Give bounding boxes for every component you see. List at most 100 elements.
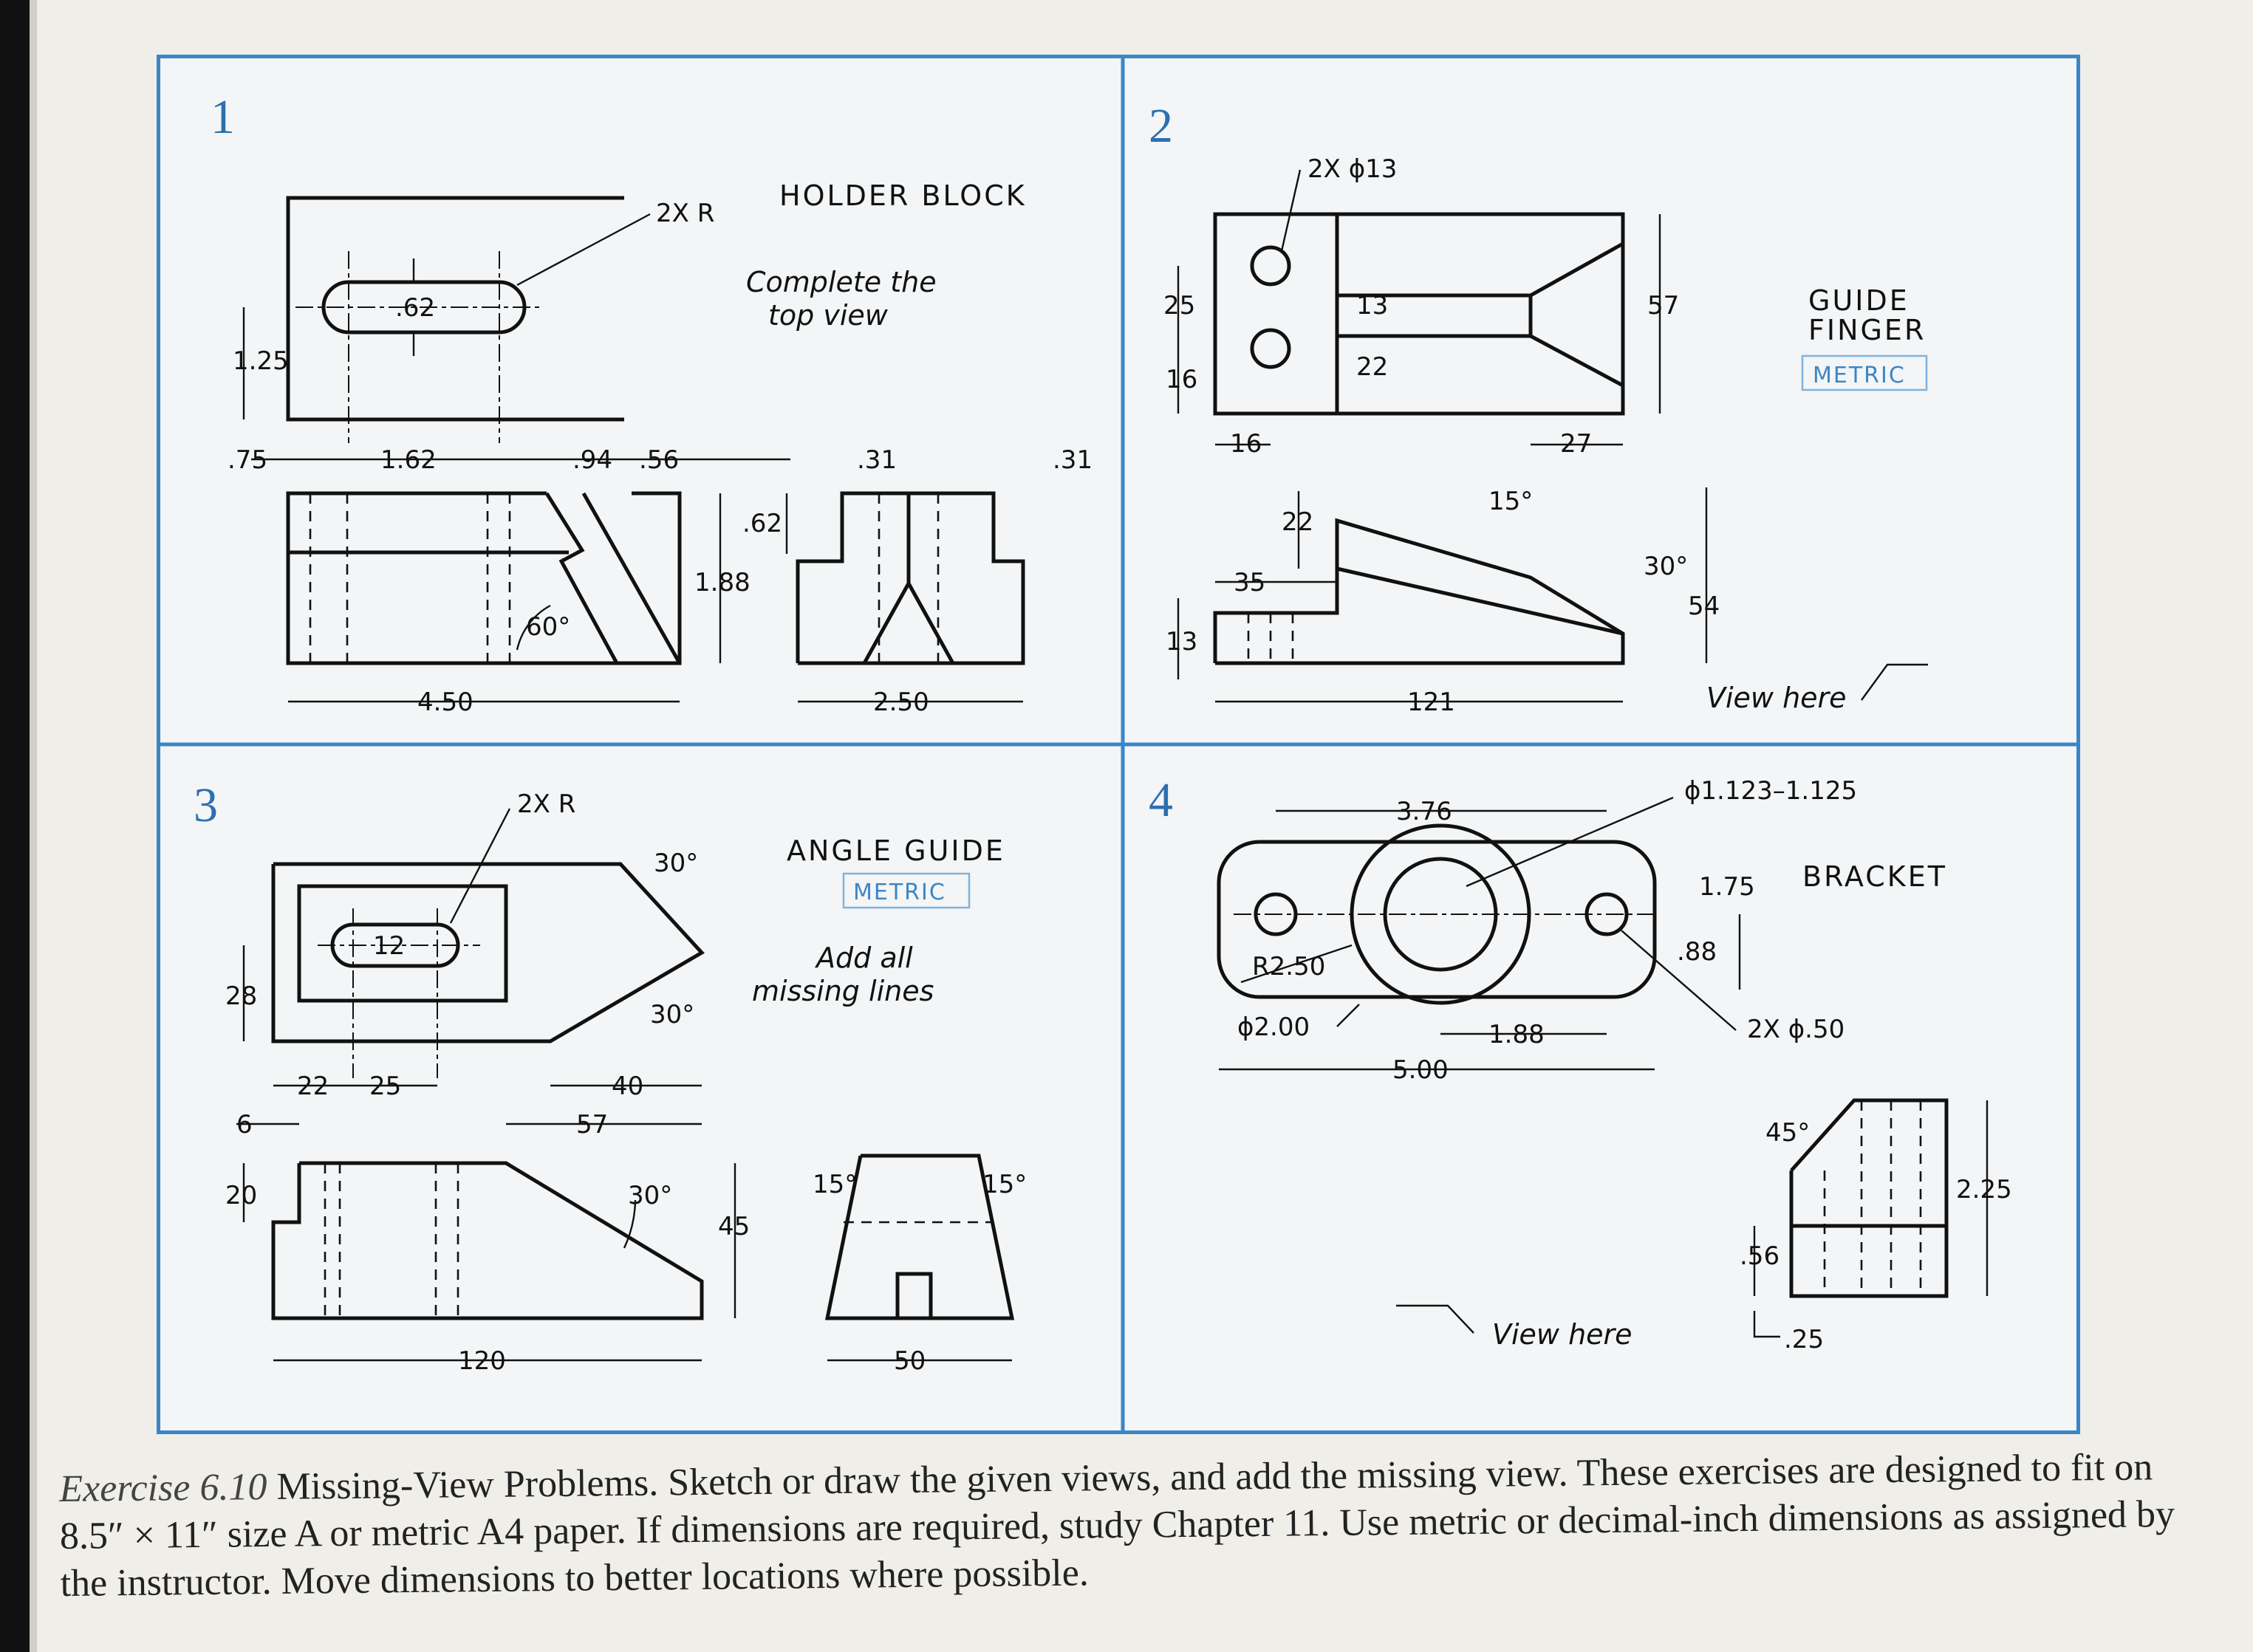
- dim-angle-60: 60°: [526, 612, 570, 642]
- view-here-arrow: [1861, 663, 1928, 701]
- dim-0-62: .62: [742, 509, 782, 538]
- view-here-arrow: [1396, 1304, 1474, 1334]
- dim-5-00: 5.00: [1392, 1055, 1449, 1085]
- panel-number: 3: [194, 778, 218, 832]
- panel-number: 1: [211, 90, 235, 144]
- instruction-line-2: top view: [768, 299, 889, 332]
- top-view: 3.76 ϕ1.123–1.125 1.75 .88 R2.50 ϕ2.00 1…: [1217, 776, 1857, 1085]
- panel-title-line-2: FINGER: [1808, 314, 1926, 346]
- dim-50: 50: [894, 1346, 926, 1376]
- dim-25: 25: [1163, 291, 1195, 321]
- metric-box: [1801, 354, 1928, 391]
- dim-13-front: 13: [1166, 627, 1197, 657]
- page-gutter: [30, 0, 37, 1652]
- front-view: 15° 22 35 13 30° 54 121: [1166, 487, 1720, 717]
- panel-1: 1 HOLDER BLOCK Complete the top view .62…: [211, 90, 1093, 717]
- dim-slot-radius: 2X R: [656, 199, 714, 228]
- dim-slot-radius: 2X R: [517, 789, 575, 819]
- dim-16-horizontal: 16: [1230, 429, 1262, 459]
- dim-0-31-left: .31: [857, 445, 897, 475]
- top-view: 12 2X R 30° 30° 28 22 25 40 6 57: [225, 789, 705, 1139]
- metric-label: METRIC: [1813, 363, 1906, 388]
- dim-25: 25: [369, 1072, 401, 1101]
- dim-54: 54: [1688, 592, 1720, 621]
- panel-title: BRACKET: [1802, 860, 1947, 893]
- dim-angle-45: 45°: [1765, 1118, 1810, 1148]
- instruction-line-2: missing lines: [752, 975, 934, 1007]
- dim-22: 22: [297, 1072, 329, 1101]
- dim-angle-30: 30°: [1644, 552, 1688, 581]
- dim-slot-width: 12: [373, 931, 405, 961]
- figure-caption: Exercise 6.10 Missing-View Problems. Ske…: [59, 1443, 2218, 1608]
- dim-16-vertical: 16: [1166, 365, 1197, 394]
- dim-phi-2-00: ϕ2.00: [1237, 1012, 1310, 1042]
- front-view: 20 30° 45 120: [225, 1161, 750, 1376]
- dim-angle-15-right: 15°: [982, 1170, 1027, 1199]
- dim-22-slot: 22: [1356, 352, 1388, 382]
- panel-title: ANGLE GUIDE: [787, 834, 1005, 867]
- dim-40: 40: [612, 1072, 643, 1101]
- dim-0-94: .94: [572, 445, 612, 475]
- view-here-note: View here: [1492, 1318, 1633, 1351]
- dim-0-31-right: .31: [1053, 445, 1093, 475]
- exercise-drawings: 1 HOLDER BLOCK Complete the top view .62…: [160, 58, 2077, 1431]
- panel-title-line-1: GUIDE: [1808, 284, 1910, 317]
- instruction-line-1: Complete the: [746, 266, 937, 298]
- dim-4-50: 4.50: [417, 688, 473, 717]
- dim-angle-30-bottom: 30°: [650, 1000, 694, 1029]
- panel-title: HOLDER BLOCK: [779, 179, 1027, 212]
- panel-2: 2 GUIDE FINGER METRIC 2X ϕ13 25 16 13 22…: [1149, 99, 1928, 717]
- instruction-line-1: Add all: [814, 942, 913, 974]
- top-view: 2X ϕ13 25 16 13 22 57 16 27: [1163, 154, 1679, 459]
- panel-number: 2: [1149, 99, 1173, 153]
- caption-text: Missing-View Problems. Sketch or draw th…: [59, 1446, 2175, 1605]
- dim-1-75: 1.75: [1699, 872, 1755, 902]
- dim-6: 6: [236, 1110, 253, 1139]
- metric-box: [842, 872, 971, 909]
- dim-angle-30-top: 30°: [654, 849, 698, 878]
- dim-angle-30-front: 30°: [628, 1181, 672, 1210]
- dim-120: 120: [458, 1346, 506, 1376]
- dim-slot-width: .62: [395, 293, 435, 323]
- dim-27: 27: [1560, 429, 1592, 459]
- side-view: 2.50: [796, 491, 1025, 717]
- dim-22-front: 22: [1282, 507, 1313, 537]
- dim-0-75: .75: [228, 445, 267, 475]
- dim-1-88: 1.88: [694, 568, 751, 597]
- dim-1-62: 1.62: [380, 445, 437, 475]
- dim-bore: ϕ1.123–1.125: [1684, 776, 1857, 806]
- panel-3: 3 ANGLE GUIDE METRIC Add all missing lin…: [194, 778, 1027, 1376]
- dim-1-88: 1.88: [1488, 1020, 1545, 1049]
- metric-label: METRIC: [853, 880, 946, 905]
- dim-35: 35: [1234, 568, 1265, 597]
- top-view: .62 2X R 1.25: [233, 196, 714, 443]
- page-binding-edge: [0, 0, 30, 1652]
- dim-13-slot: 13: [1356, 291, 1388, 321]
- dim-20: 20: [225, 1181, 257, 1210]
- dim-1-25: 1.25: [233, 346, 289, 376]
- dim-3-76: 3.76: [1396, 797, 1452, 826]
- caption-label: Exercise 6.10: [59, 1466, 267, 1510]
- dim-57: 57: [576, 1110, 608, 1139]
- dim-0-56: .56: [639, 445, 679, 475]
- side-view: 45° 2.25 .56 .25: [1740, 1098, 2012, 1354]
- dim-28: 28: [225, 981, 257, 1011]
- dim-holes: 2X ϕ13: [1307, 154, 1397, 184]
- view-here-note: View here: [1706, 682, 1847, 714]
- dim-0-25: .25: [1784, 1325, 1824, 1354]
- dim-2-50: 2.50: [873, 688, 929, 717]
- dim-r2-50: R2.50: [1252, 952, 1325, 981]
- panel-number: 4: [1149, 773, 1173, 827]
- panel-4: 4 BRACKET 3.76 ϕ1.123–1.125 1.75 .88 R2.…: [1149, 773, 2012, 1354]
- front-view: 60° 1.88 .62 4.50: [286, 491, 788, 717]
- dim-angle-15: 15°: [1488, 487, 1533, 516]
- side-view: 15° 15° 50: [813, 1154, 1027, 1376]
- dim-45: 45: [718, 1212, 750, 1241]
- dim-2x-holes: 2X ϕ.50: [1747, 1015, 1845, 1044]
- dim-0-88: .88: [1677, 937, 1717, 967]
- dim-0-56: .56: [1740, 1241, 1780, 1271]
- dim-57: 57: [1647, 291, 1679, 321]
- dim-angle-15-left: 15°: [813, 1170, 857, 1199]
- dim-2-25: 2.25: [1956, 1175, 2012, 1204]
- dim-121: 121: [1407, 688, 1455, 717]
